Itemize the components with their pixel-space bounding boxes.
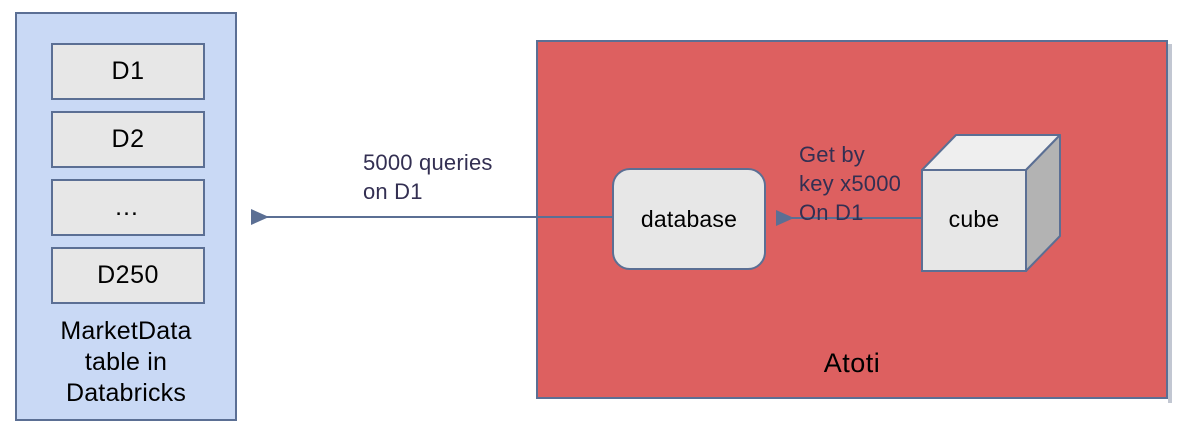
- source-caption-line-3: Databricks: [65, 379, 187, 407]
- partition-label: D250: [97, 261, 159, 289]
- edge-label-outer: 5000 queries on D1: [363, 148, 493, 206]
- partition-label: D2: [111, 125, 145, 153]
- edge-label-outer-line-1: 5000 queries: [363, 150, 493, 175]
- atoti-panel-label: Atoti: [823, 348, 881, 378]
- partition-box-d2[interactable]: D2: [51, 111, 205, 168]
- cube-node[interactable]: [918, 130, 1064, 276]
- marketdata-source-panel: D1 D2 … D250 MarketData table in Databri…: [15, 12, 237, 421]
- database-node-label: database: [640, 205, 738, 232]
- edge-label-outer-line-2: on D1: [363, 179, 423, 204]
- source-caption-line-2: table in: [84, 348, 168, 376]
- partition-box-d1[interactable]: D1: [51, 43, 205, 100]
- cube-shape-icon: [921, 134, 1061, 272]
- source-caption-line-1: MarketData: [60, 317, 192, 345]
- atoti-panel-shadow: [1168, 44, 1172, 403]
- partition-box-d250[interactable]: D250: [51, 247, 205, 304]
- partition-box-ellipsis[interactable]: …: [51, 179, 205, 236]
- partition-label: D1: [111, 57, 145, 85]
- edge-label-inner-line-2: key x5000: [799, 171, 902, 196]
- edge-label-inner-line-3: On D1: [799, 200, 864, 225]
- edge-label-inner: Get by key x5000 On D1: [799, 140, 901, 227]
- partition-list: D1 D2 … D250: [51, 43, 205, 315]
- marketdata-source-caption: MarketData table in Databricks: [17, 316, 235, 409]
- partition-label: …: [114, 193, 142, 221]
- edge-label-inner-line-1: Get by: [799, 142, 866, 167]
- database-node[interactable]: database: [612, 168, 766, 270]
